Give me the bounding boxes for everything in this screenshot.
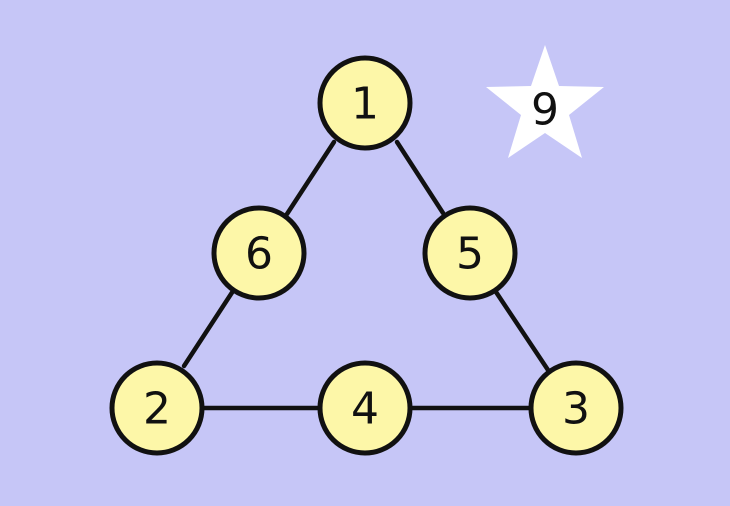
node-circle (317, 360, 413, 456)
node-circle (422, 205, 518, 301)
node-upper-left: 6 (211, 205, 307, 301)
edge-top-to-upper-left (284, 139, 337, 217)
node-bottom-left: 2 (109, 360, 205, 456)
node-label: 3 (562, 384, 590, 435)
node-circle (109, 360, 205, 456)
star-icon (486, 45, 604, 158)
node-circle (317, 55, 413, 151)
star-badge: 9 (486, 45, 604, 158)
node-bottom-right: 3 (528, 360, 624, 456)
node-label: 1 (351, 79, 379, 130)
node-label: 6 (245, 229, 273, 280)
node-upper-right: 5 (422, 205, 518, 301)
node-label: 4 (351, 384, 379, 435)
node-label: 2 (143, 384, 171, 435)
node-top: 1 (317, 55, 413, 151)
edge-upper-right-to-bottom-right (493, 289, 551, 373)
edge-upper-left-to-bottom-left (181, 288, 236, 369)
node-circle (528, 360, 624, 456)
node-circle (211, 205, 307, 301)
star-label: 9 (531, 85, 559, 136)
node-label: 5 (456, 229, 484, 280)
edge-top-to-upper-right (394, 139, 446, 216)
node-bottom-middle: 4 (317, 360, 413, 456)
